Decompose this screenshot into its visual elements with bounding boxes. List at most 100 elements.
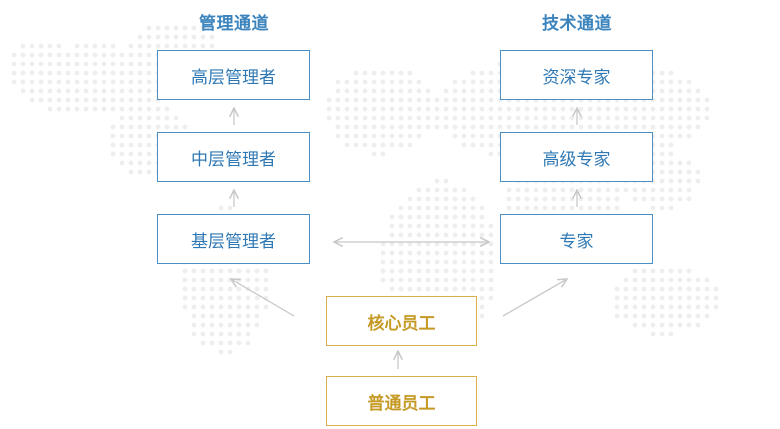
map-dot: [596, 196, 602, 202]
map-dot: [416, 133, 422, 139]
map-dot: [461, 196, 467, 202]
map-dot: [479, 223, 485, 229]
map-dot: [38, 97, 44, 103]
map-dot: [335, 106, 341, 112]
map-dot: [560, 115, 566, 121]
map-dot: [344, 115, 350, 121]
map-dot: [200, 43, 206, 49]
map-dot: [434, 214, 440, 220]
map-dot: [461, 97, 467, 103]
map-dot: [416, 115, 422, 121]
map-dot: [344, 88, 350, 94]
map-dot: [20, 43, 26, 49]
map-dot: [155, 43, 161, 49]
map-dot: [389, 268, 395, 274]
map-dot: [128, 79, 134, 85]
map-dot: [146, 151, 152, 157]
map-dot: [20, 52, 26, 58]
map-dot: [488, 124, 494, 130]
map-dot: [695, 124, 701, 130]
map-dot: [56, 97, 62, 103]
map-dot: [119, 61, 125, 67]
map-dot: [695, 322, 701, 328]
map-dot: [443, 259, 449, 265]
map-dot: [155, 115, 161, 121]
map-dot: [452, 88, 458, 94]
map-dot: [677, 169, 683, 175]
map-dot: [245, 286, 251, 292]
map-dot: [470, 268, 476, 274]
map-dot: [119, 160, 125, 166]
map-dot: [227, 322, 233, 328]
map-dot: [191, 295, 197, 301]
map-dot: [65, 52, 71, 58]
map-dot: [470, 115, 476, 121]
map-dot: [344, 142, 350, 148]
map-dot: [398, 97, 404, 103]
map-dot: [200, 277, 206, 283]
map-dot: [488, 142, 494, 148]
map-dot: [74, 88, 80, 94]
map-dot: [146, 97, 152, 103]
map-dot: [137, 133, 143, 139]
map-dot: [227, 331, 233, 337]
map-dot: [47, 88, 53, 94]
map-dot: [695, 295, 701, 301]
map-dot: [614, 196, 620, 202]
map-dot: [398, 70, 404, 76]
map-dot: [452, 133, 458, 139]
map-dot: [443, 124, 449, 130]
map-dot: [686, 169, 692, 175]
map-dot: [128, 115, 134, 121]
map-dot: [695, 106, 701, 112]
management-track-title: 管理通道: [199, 14, 269, 34]
map-dot: [182, 34, 188, 40]
map-dot: [29, 97, 35, 103]
map-dot: [416, 124, 422, 130]
map-dot: [74, 70, 80, 76]
map-dot: [668, 106, 674, 112]
map-dot: [380, 106, 386, 112]
map-dot: [362, 97, 368, 103]
map-dot: [434, 97, 440, 103]
map-dot: [587, 187, 593, 193]
map-dot: [146, 34, 152, 40]
map-dot: [452, 124, 458, 130]
map-dot: [488, 223, 494, 229]
map-dot: [578, 205, 584, 211]
map-dot: [191, 286, 197, 292]
map-dot: [209, 313, 215, 319]
map-dot: [506, 124, 512, 130]
map-dot: [452, 268, 458, 274]
map-dot: [704, 295, 710, 301]
map-dot: [488, 115, 494, 121]
map-dot: [668, 205, 674, 211]
map-dot: [677, 178, 683, 184]
map-dot: [506, 106, 512, 112]
map-dot: [389, 259, 395, 265]
map-dot: [650, 187, 656, 193]
map-dot: [488, 286, 494, 292]
map-dot: [677, 187, 683, 193]
map-dot: [92, 97, 98, 103]
map-dot: [677, 79, 683, 85]
map-dot: [434, 178, 440, 184]
map-dot: [686, 133, 692, 139]
map-dot: [650, 286, 656, 292]
map-dot: [371, 106, 377, 112]
map-dot: [677, 268, 683, 274]
map-dot: [200, 34, 206, 40]
map-dot: [47, 70, 53, 76]
map-dot: [461, 214, 467, 220]
map-dot: [695, 169, 701, 175]
map-dot: [515, 196, 521, 202]
map-dot: [443, 241, 449, 247]
map-dot: [398, 286, 404, 292]
map-dot: [119, 97, 125, 103]
map-dot: [470, 106, 476, 112]
map-dot: [524, 205, 530, 211]
map-dot: [245, 331, 251, 337]
map-dot: [389, 286, 395, 292]
map-dot: [83, 79, 89, 85]
map-dot: [371, 133, 377, 139]
